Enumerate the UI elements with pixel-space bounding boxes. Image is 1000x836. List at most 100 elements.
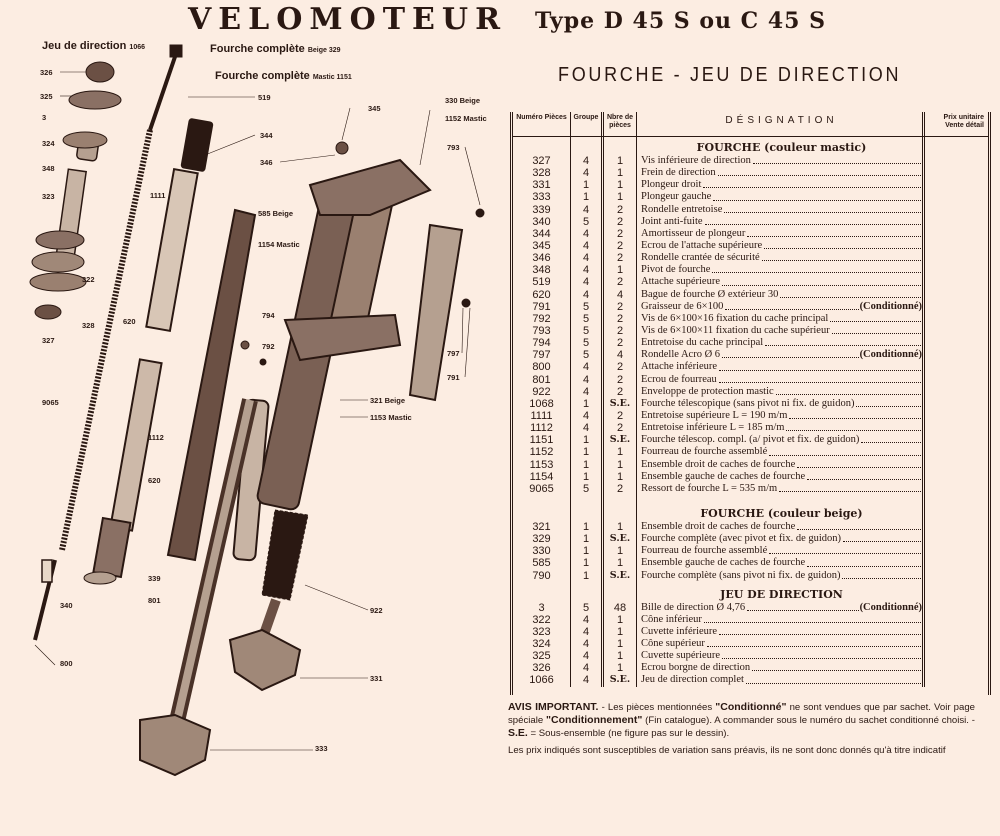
designation-text: Ecrou de fourreau (641, 373, 717, 385)
part-number: 323 (532, 625, 551, 638)
price (922, 337, 986, 350)
quantity: S.E. (601, 674, 636, 687)
quantity: 2 (601, 203, 636, 216)
designation: Cuvette inférieure (636, 625, 922, 639)
part-number: 620 (532, 288, 551, 301)
table-header: Numéro Pièces Groupe Nbre de pièces DÉSI… (513, 112, 988, 137)
designation-text: Graisseur de 6×100 (641, 300, 724, 312)
group: 1 (570, 520, 601, 534)
designation: Fourreau de fourche assemblé (636, 545, 922, 558)
section-heading: JEU DE DIRECTION (513, 581, 988, 602)
dot-leader (717, 167, 921, 177)
part-number: 344 (532, 227, 551, 240)
price (922, 264, 986, 277)
group: 4 (570, 422, 601, 435)
parts-table: Numéro Pièces Groupe Nbre de pièces DÉSI… (510, 112, 991, 695)
callout-label: 792 (262, 342, 275, 351)
dot-leader (861, 434, 921, 444)
callout-label: 1112 (148, 433, 164, 442)
group: 4 (570, 264, 601, 277)
designation-text: Vis de 6×100×16 fixation du cache princi… (641, 312, 829, 324)
designation-text: Amortisseur de plongeur (641, 227, 746, 239)
callout-label: 323 (42, 192, 55, 201)
price (922, 533, 986, 546)
prix-note: Les prix indiqués sont susceptibles de v… (508, 745, 946, 756)
conditionne-tag: (Conditionné) (859, 349, 922, 361)
part-number: 346 (532, 252, 551, 265)
dot-leader (722, 349, 859, 359)
designation-text: Enveloppe de protection mastic (641, 385, 774, 397)
part-number: 1066 (529, 674, 554, 687)
price (922, 482, 986, 495)
price (922, 324, 986, 338)
designation: Cône inférieur (636, 613, 922, 626)
part-number: 330 (532, 545, 551, 558)
section-title: FOURCHE (couleur beige) (636, 494, 922, 521)
group: 1 (570, 470, 601, 483)
part-number: 324 (532, 638, 551, 651)
quantity: 1 (601, 557, 636, 570)
price (922, 155, 986, 168)
designation: Vis de 6×100×11 fixation du cache supéri… (636, 324, 922, 338)
dot-leader (807, 471, 921, 480)
quantity: 2 (601, 215, 636, 228)
price (922, 557, 986, 570)
dot-leader (745, 674, 921, 684)
caption-ref: Beige 329 (307, 47, 341, 54)
avis-bold: "Conditionné" (715, 701, 787, 713)
caption-text: Jeu de direction (42, 40, 127, 52)
price (922, 409, 986, 423)
dot-leader (719, 361, 921, 371)
designation: Cuvette supérieure (636, 650, 922, 663)
group: 4 (570, 203, 601, 216)
designation-text: Rondelle crantée de sécurité (641, 252, 760, 264)
group: 4 (570, 613, 601, 626)
callout-label: 1154 Mastic (258, 240, 300, 249)
avis-important: AVIS IMPORTANT. - Les pièces mentionnées… (508, 701, 975, 740)
price (922, 239, 986, 253)
callout-label: 327 (42, 336, 55, 345)
dot-leader (725, 301, 859, 310)
price (922, 569, 986, 582)
designation-text: Fourche télescopique (sans pivot ni fix.… (641, 397, 855, 409)
part-number: 1068 (529, 397, 554, 410)
price (922, 179, 986, 192)
designation: Frein de direction (636, 167, 922, 180)
price (922, 458, 986, 471)
dot-leader (724, 204, 921, 213)
group: 4 (570, 373, 601, 386)
model-type: Type D 45 S ou C 45 S (535, 8, 826, 34)
callout-label: 801 (148, 596, 161, 605)
part-number: 326 (532, 662, 551, 675)
part-number: 321 (532, 520, 551, 533)
designation: Ensemble gauche de caches de fourche (636, 470, 922, 483)
designation-text: Fourreau de fourche assemblé (641, 446, 768, 458)
group: 5 (570, 324, 601, 338)
group: 1 (570, 569, 601, 582)
price (922, 613, 986, 626)
callout-label: 620 (123, 317, 136, 326)
avis-text: (Fin catalogue). A commander sous le num… (642, 715, 975, 726)
designation-text: Bague de fourche Ø extérieur 30 (641, 288, 779, 300)
designation: Enveloppe de protection mastic (636, 385, 922, 398)
quantity: 1 (601, 545, 636, 558)
group: 1 (570, 533, 601, 546)
price (922, 625, 986, 639)
price (922, 601, 986, 614)
dot-leader (761, 252, 921, 262)
section-title: FOURCHE (couleur mastic) (636, 137, 922, 155)
price (922, 252, 986, 265)
designation: Joint anti-fuite (636, 215, 922, 228)
